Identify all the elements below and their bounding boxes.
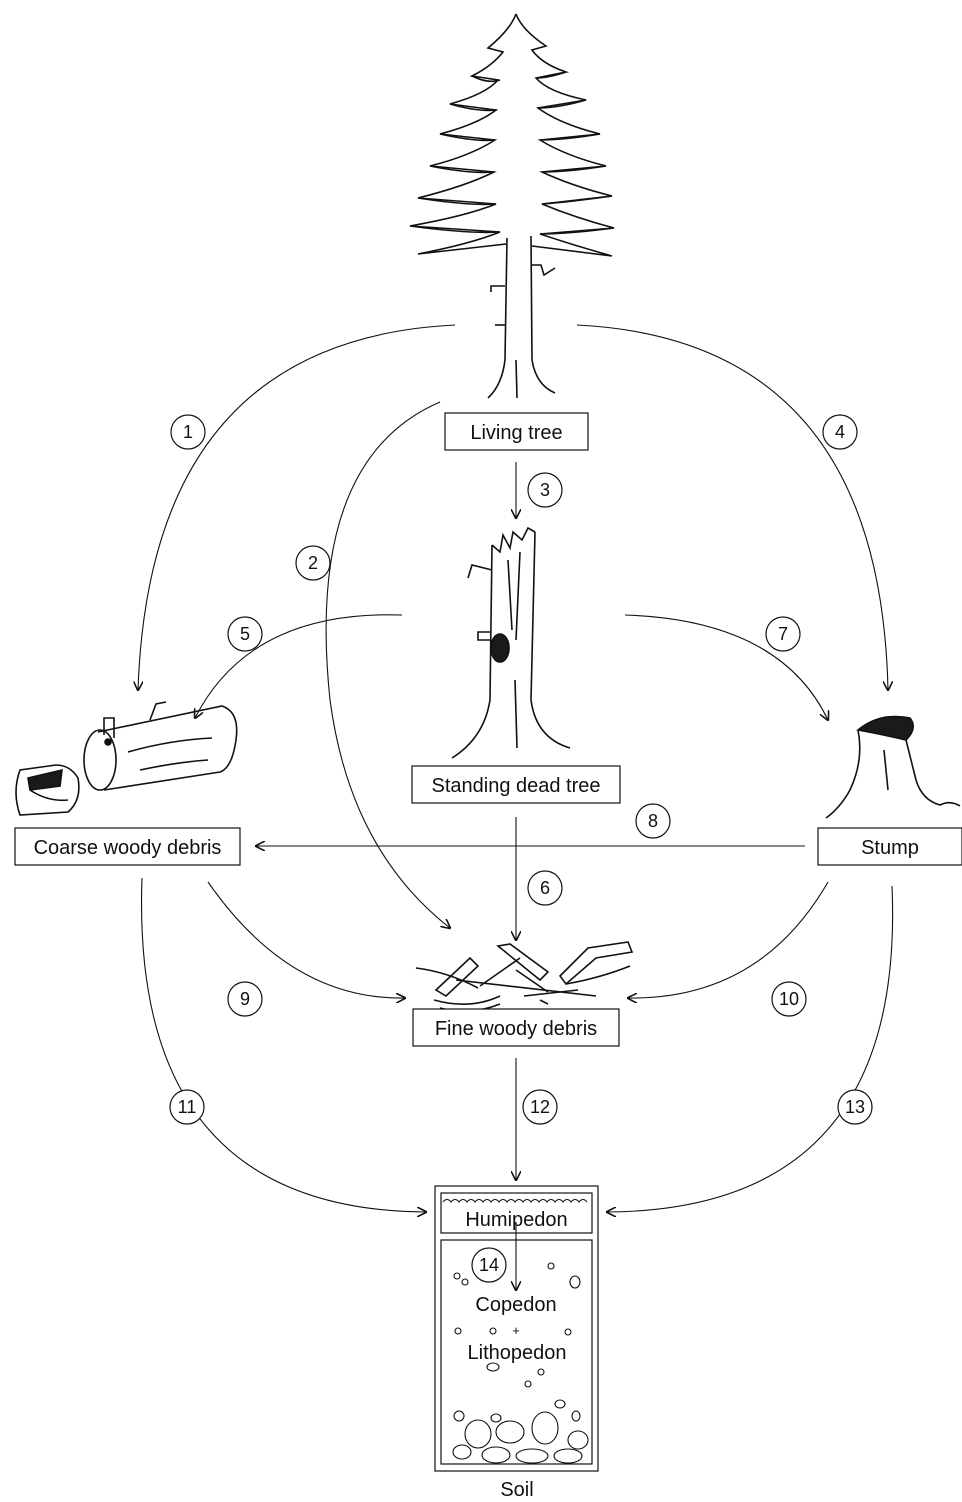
- pathway-marker-3: 3: [528, 473, 562, 507]
- pathway-marker-label: 3: [540, 480, 550, 500]
- pathway-marker-11: 11: [170, 1090, 204, 1124]
- stump-illustration: [826, 717, 960, 819]
- pathway-marker-label: 11: [178, 1097, 197, 1117]
- arrow-10: [628, 882, 828, 998]
- standing-dead-tree-label: Standing dead tree: [431, 775, 600, 797]
- living-tree-label: Living tree: [470, 422, 562, 444]
- pathway-marker-9: 9: [228, 982, 262, 1016]
- node-standing-dead-tree: Standing dead tree: [412, 766, 620, 803]
- pathway-marker-13: 13: [838, 1090, 872, 1124]
- pathway-marker-2: 2: [296, 546, 330, 580]
- pathway-marker-label: 14: [479, 1255, 499, 1275]
- stump-label: Stump: [861, 837, 919, 859]
- arrow-11: [142, 878, 426, 1212]
- humipedon-label: Humipedon: [465, 1209, 567, 1231]
- lithopedon-label: Lithopedon: [468, 1342, 567, 1364]
- pathway-marker-6: 6: [528, 871, 562, 905]
- standing-dead-tree-illustration: [452, 528, 570, 758]
- soil-label: Soil: [500, 1479, 533, 1501]
- arrow-5: [195, 615, 402, 718]
- pathway-marker-12: 12: [523, 1090, 557, 1124]
- node-stump: Stump: [818, 828, 962, 865]
- pathway-marker-7: 7: [766, 617, 800, 651]
- pathway-marker-label: 2: [308, 553, 318, 573]
- pathway-marker-5: 5: [228, 617, 262, 651]
- pathway-marker-label: 7: [778, 624, 788, 644]
- pathway-marker-label: 10: [779, 989, 799, 1009]
- pathway-marker-10: 10: [772, 982, 806, 1016]
- pathway-marker-8: 8: [636, 804, 670, 838]
- arrow-13: [607, 886, 893, 1212]
- node-coarse-woody-debris: Coarse woody debris: [15, 828, 240, 865]
- pathway-marker-1: 1: [171, 415, 205, 449]
- node-living-tree: Living tree: [445, 413, 588, 450]
- pathway-arrows: [138, 325, 893, 1290]
- pathway-marker-label: 13: [845, 1097, 865, 1117]
- arrow-2: [326, 402, 450, 928]
- coarse-woody-debris-label: Coarse woody debris: [34, 837, 222, 859]
- arrow-9: [208, 882, 405, 998]
- arrow-1: [138, 325, 455, 690]
- fine-woody-debris-illustration: [416, 942, 632, 1011]
- plus-sign: +: [512, 1323, 520, 1338]
- living-tree-illustration: [410, 14, 614, 398]
- pathway-marker-label: 5: [240, 624, 250, 644]
- pathway-marker-4: 4: [823, 415, 857, 449]
- coarse-woody-debris-illustration: [16, 702, 237, 815]
- copedon-label: Copedon: [475, 1294, 556, 1316]
- fine-woody-debris-label: Fine woody debris: [435, 1018, 597, 1040]
- node-fine-woody-debris: Fine woody debris: [413, 1009, 619, 1046]
- pathway-marker-label: 1: [183, 422, 193, 442]
- pathway-marker-label: 6: [540, 878, 550, 898]
- pathway-marker-label: 12: [530, 1097, 550, 1117]
- arrow-4: [577, 325, 888, 690]
- pathway-marker-label: 9: [240, 989, 250, 1009]
- pathway-marker-label: 8: [648, 811, 658, 831]
- pathway-marker-label: 4: [835, 422, 845, 442]
- pathway-marker-14: 14: [472, 1248, 506, 1282]
